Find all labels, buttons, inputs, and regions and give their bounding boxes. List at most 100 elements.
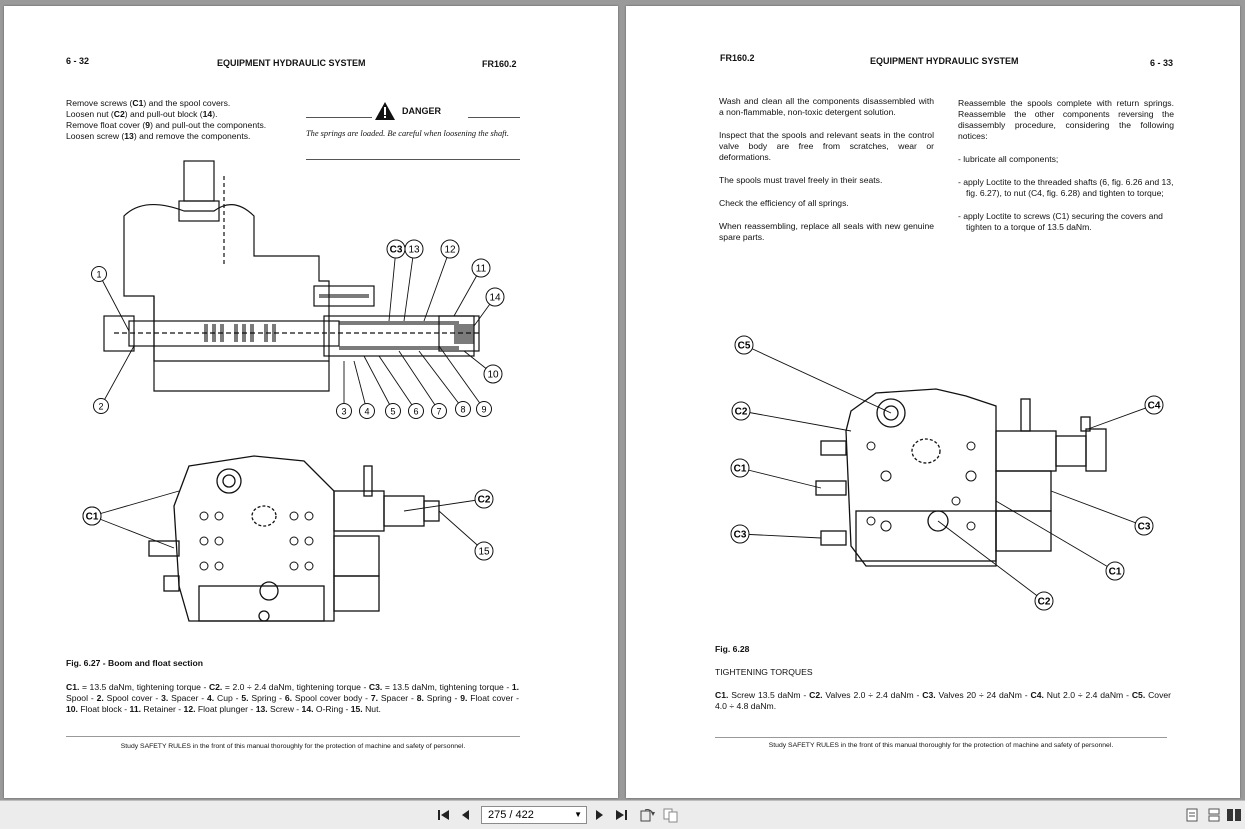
callout-c2: C2 — [731, 401, 852, 432]
divider — [306, 159, 520, 160]
callout-14: 14 — [473, 287, 505, 327]
callout-label: 3 — [341, 407, 346, 417]
callout-c1: C1 — [995, 500, 1125, 581]
legend-text: Spacer - — [168, 693, 207, 703]
next-page-button[interactable] — [591, 807, 607, 823]
callout-6: 6 — [378, 355, 424, 419]
footer-divider — [66, 736, 520, 737]
callout-c1: C1 — [82, 506, 175, 549]
legend-text: Float plunger - — [195, 704, 256, 714]
callout-label: 4 — [364, 407, 369, 417]
single-page-view-icon — [1186, 808, 1198, 822]
top-view-callouts: C1C1C215 — [82, 489, 494, 561]
safety-footer: Study SAFETY RULES in the front of this … — [768, 742, 1114, 749]
legend-text: = 13.5 daNm, tightening torque - — [79, 682, 209, 692]
figure-caption: Fig. 6.28 — [715, 644, 750, 654]
legend-key: 11. — [129, 704, 142, 714]
legend-text: = 13.5 daNm, tightening torque - — [382, 682, 512, 692]
first-page-button[interactable] — [436, 807, 452, 823]
last-page-button[interactable] — [613, 807, 629, 823]
legend-key: 5. — [241, 693, 249, 703]
continuous-view-button[interactable] — [1206, 807, 1222, 823]
callout-label: C3 — [390, 245, 403, 256]
instruction-line: Remove screws (C1) and the spool covers. — [66, 98, 231, 108]
instruction-line: Remove float cover (9) and pull-out the … — [66, 120, 267, 130]
callout-c3: C3 — [730, 524, 822, 544]
legend-key: C3. — [922, 690, 936, 700]
divider — [306, 117, 372, 118]
divider — [468, 117, 520, 118]
reassembly-notices: - lubricate all components; - apply Locti… — [958, 154, 1174, 245]
paragraph: The spools must travel freely in their s… — [719, 175, 883, 185]
callout-7: 7 — [398, 350, 447, 419]
callout-c2: C2 — [403, 489, 494, 512]
top-view-ports — [199, 511, 314, 571]
callout-label: 11 — [476, 264, 487, 275]
page-number-input[interactable]: 275 / 422 ▼ — [481, 806, 587, 824]
first-page-icon — [438, 810, 449, 820]
legend-text: Float cover - — [467, 693, 519, 703]
safety-footer: Study SAFETY RULES in the front of this … — [120, 743, 466, 750]
callout-c2: C2 — [937, 520, 1054, 611]
dual-page-icon — [663, 808, 678, 823]
callout-label: 6 — [413, 407, 418, 417]
danger-heading: DANGER — [374, 101, 441, 121]
legend-key: 1. — [511, 682, 519, 692]
legend-text: Spacer - — [378, 693, 417, 703]
callout-4: 4 — [353, 360, 375, 419]
document-page-left: 6 - 32 EQUIPMENT HYDRAULIC SYSTEM FR160.… — [4, 6, 618, 798]
callout-label: 12 — [444, 245, 456, 256]
rotate-button[interactable] — [639, 807, 655, 823]
dual-page-button[interactable] — [663, 807, 679, 823]
callout-c3: C3 — [1050, 490, 1154, 536]
legend-text: = 2.0 ÷ 2.4 daNm, tightening torque - — [222, 682, 369, 692]
instruction-line: Loosen nut (C2) and pull-out block (14). — [66, 109, 218, 119]
torques-legend: C1. Screw 13.5 daNm - C2. Valves 2.0 ÷ 2… — [715, 690, 1171, 712]
callout-label: 13 — [408, 245, 420, 256]
list-item: - apply Loctite to screws (C1) securing … — [958, 211, 1163, 232]
legend-text: Retainer - — [141, 704, 184, 714]
single-page-view-button[interactable] — [1184, 807, 1200, 823]
chevron-down-icon[interactable]: ▼ — [574, 810, 582, 819]
callout-c3: C3 — [386, 239, 406, 322]
torques-heading: TIGHTENING TORQUES — [715, 667, 813, 677]
callout-1: 1 — [91, 266, 130, 332]
danger-label: DANGER — [402, 106, 442, 116]
valve-body — [815, 388, 1107, 567]
legend-text: Spring - — [248, 693, 285, 703]
callout-10: 10 — [463, 350, 503, 384]
warning-icon — [375, 102, 395, 120]
rotate-icon — [640, 809, 655, 822]
legend-text: Valves 2.0 ÷ 2.4 daNm - — [822, 690, 923, 700]
footer-divider — [715, 737, 1167, 738]
prev-page-button[interactable] — [458, 807, 474, 823]
legend-key: 10. — [66, 704, 78, 714]
callout-c1: C1 — [730, 458, 822, 489]
callout-11: 11 — [453, 258, 491, 317]
callout-2: 2 — [93, 345, 135, 414]
reassembly-intro: Reassemble the spools complete with retu… — [958, 98, 1174, 141]
callout-label: C1 — [734, 464, 747, 475]
callout-label: C1 — [86, 512, 99, 523]
page-title: EQUIPMENT HYDRAULIC SYSTEM — [870, 56, 1019, 66]
callout-label: 10 — [487, 370, 499, 381]
cleaning-instructions: Wash and clean all the components disass… — [719, 96, 934, 255]
list-item: - lubricate all components; — [958, 154, 1059, 164]
legend-key: 6. — [284, 693, 293, 703]
legend-key: C2. — [208, 682, 223, 692]
legend-text: O-Ring - — [313, 704, 351, 714]
section-hatching — [204, 294, 474, 350]
callout-label: C2 — [478, 495, 491, 506]
legend-key: C1. — [715, 690, 729, 700]
top-view-body — [148, 455, 440, 622]
facing-view-button[interactable] — [1226, 807, 1242, 823]
callout-label: 5 — [390, 407, 395, 417]
callout-label: C5 — [738, 341, 751, 352]
last-page-icon — [616, 810, 627, 820]
callout-c4: C4 — [1087, 395, 1164, 430]
legend-text: Float block - — [77, 704, 130, 714]
